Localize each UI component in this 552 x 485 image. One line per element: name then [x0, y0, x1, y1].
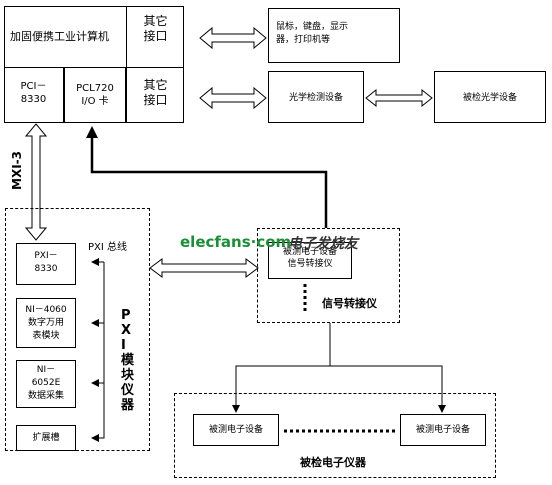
peripherals-label: 鼠标，键盘，显示器，打印机等 — [276, 22, 349, 45]
mxi-label: MXI-3 — [10, 151, 24, 190]
optical-target-box — [434, 71, 546, 123]
double-arrow-mxi — [24, 123, 48, 241]
watermark-cn: 电子发烧友 — [288, 236, 358, 252]
double-arrow-optical-target — [365, 88, 433, 108]
pxi-chassis — [5, 208, 150, 451]
computer-divider-v — [126, 6, 127, 123]
dut-frame — [174, 393, 496, 478]
pxi-bus-tree — [91, 258, 105, 442]
other-port-2-label: 其它接口 — [143, 78, 168, 107]
watermark-site: elecfans·com — [180, 233, 292, 251]
adapter-dut-tree — [232, 323, 446, 413]
optical-target-label: 被检光学设备 — [462, 93, 517, 103]
pxi-module-expansion-label: 扩展槽 — [32, 433, 60, 443]
signal-adapter-title: 信号转接仪 — [322, 297, 377, 310]
pxi-module-title: PXI 模块仪器 — [121, 308, 135, 413]
pci-pcl-divider — [63, 67, 64, 123]
pxi-module-6052e — [16, 360, 76, 408]
double-arrow-optical — [199, 86, 267, 110]
pxi-bus-label: PXI 总线 — [88, 242, 128, 253]
pxi-module-8330-label: PXI－8330 — [34, 251, 58, 274]
dut-title: 被检电子仪器 — [300, 456, 366, 469]
pcl720-box — [64, 67, 126, 123]
signal-adapter-inner-box — [268, 242, 352, 279]
other-port-1-label: 其它接口 — [143, 14, 168, 43]
optical-device-label: 光学检测设备 — [288, 93, 343, 103]
dut-left-label: 被测电子设备 — [208, 425, 263, 435]
double-arrow-pxi-adapter — [149, 258, 259, 278]
signal-adapter-frame — [257, 228, 400, 323]
peripherals-box — [268, 8, 400, 63]
double-arrow-peripherals — [199, 26, 267, 50]
dut-right-label: 被测电子设备 — [415, 425, 470, 435]
signal-adapter-inner-label: 被测电子设备信号转接仪 — [282, 247, 337, 269]
pci-8330-label: PCI－8330 — [20, 81, 47, 105]
computer-name: 加固便携工业计算机 — [10, 30, 109, 43]
pxi-module-4060 — [16, 298, 76, 348]
pcl720-signal-line — [86, 126, 328, 228]
pxi-module-expansion — [16, 425, 76, 451]
optical-device-box — [268, 71, 364, 123]
dut-left-box — [193, 414, 279, 446]
dut-right-box — [400, 414, 486, 446]
pxi-module-8330 — [16, 243, 76, 285]
